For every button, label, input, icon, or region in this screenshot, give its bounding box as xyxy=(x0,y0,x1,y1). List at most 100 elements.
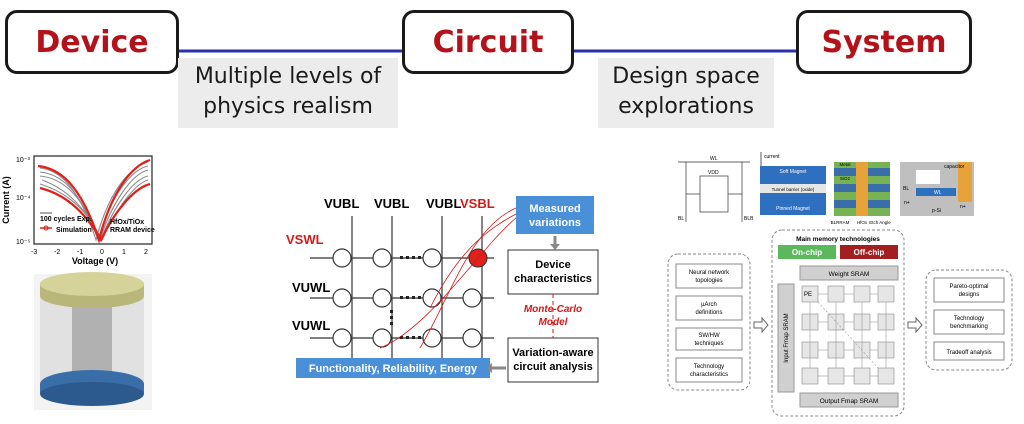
x-tick-2: -2 xyxy=(54,249,60,256)
y-tick-2: 10⁻⁴ xyxy=(16,195,31,202)
mram-tunnel-label: Tunnel barrier (oxide) xyxy=(772,187,815,192)
arrow-head-2 xyxy=(486,363,492,373)
input-3-line2: techniques xyxy=(694,341,723,347)
rram-metal-label: Metal xyxy=(839,162,850,167)
col-label-3: VUBL xyxy=(426,196,461,211)
caption-design-space: Design space explorations xyxy=(598,58,774,128)
legend-sim-label: Simulation xyxy=(56,227,92,234)
row-label-2: VUWL xyxy=(292,280,330,295)
functionality-label: Functionality, Reliability, Energy xyxy=(309,363,478,375)
device-panel: 10⁻³ 10⁻⁴ 10⁻⁵ -3 -2 -1 0 1 2 Voltage (V… xyxy=(1,155,155,410)
device-char-line2: characteristics xyxy=(514,273,592,285)
variation-lines xyxy=(379,207,517,349)
x-tick-3: -1 xyxy=(77,249,83,256)
output-fmap-box xyxy=(799,392,899,408)
monte-carlo-line1: Monte-Carlo xyxy=(524,304,582,315)
output-1-line2: designs xyxy=(959,292,980,298)
on-chip-label: On-chip xyxy=(792,248,822,257)
device-name-2: RRAM device xyxy=(110,227,155,234)
device-name-1: HfOx/TiOx xyxy=(110,219,144,226)
arrow-inputs-accelerator xyxy=(753,316,769,334)
input-3-line1: SW/HW xyxy=(698,333,720,339)
measured-line2: variations xyxy=(529,217,581,229)
legend-sim-marker xyxy=(43,225,49,231)
caption-design-line1: Design space xyxy=(612,64,760,89)
caption-design-line2: explorations xyxy=(618,94,754,119)
x-tick-5: 1 xyxy=(122,249,126,256)
dram-n2-label: n+ xyxy=(960,204,966,210)
circuit-panel: VUBL VUBL VUBL VSBL VSWL VUWL VUWL xyxy=(286,196,599,383)
dram-wl-label: WL xyxy=(934,190,942,196)
pe-label: PE xyxy=(804,292,812,298)
output-3-line1: Tradeoff analysis xyxy=(946,350,991,356)
functionality-bar xyxy=(296,358,490,378)
circuit-level-label: Circuit xyxy=(432,24,544,60)
input-fmap-label: Input Fmap SRAM xyxy=(784,313,790,362)
sram-cell-schematic xyxy=(678,161,750,222)
x-tick-4: 0 xyxy=(100,249,104,256)
dram-capacitor-label: capacitor xyxy=(944,164,965,170)
system-panel: WL VDD BL BLB current Soft Magnet Tunnel… xyxy=(667,152,1013,417)
caption-physics-line2: physics realism xyxy=(203,94,373,119)
mram-soft-label: Soft Magnet xyxy=(780,169,808,175)
y-tick-3: 10⁻⁵ xyxy=(16,239,30,246)
input-2-line1: µArch xyxy=(701,302,717,308)
crossbar-cells xyxy=(332,248,482,348)
input-fmap-box xyxy=(777,283,795,393)
row-label-3: VUWL xyxy=(292,318,330,333)
output-1-line1: Pareto-optimal xyxy=(949,284,988,290)
variation-aware-box xyxy=(507,337,599,383)
dram-bl-label: BL xyxy=(903,186,909,192)
weight-sram-label: Weight SRAM xyxy=(829,271,870,278)
mram-soft-magnet xyxy=(760,166,826,184)
caption-physics-line1: Multiple levels of xyxy=(194,64,382,89)
device-level-label: Device xyxy=(35,24,149,60)
output-fmap-label: Output Fmap SRAM xyxy=(820,398,879,405)
x-axis-label: Voltage (V) xyxy=(72,256,118,266)
top-electrode xyxy=(40,272,144,296)
mram-current: current xyxy=(764,154,780,160)
sram-blb: BLB xyxy=(744,216,754,222)
input-4-line2: characteristics xyxy=(690,372,728,378)
continuation-dots xyxy=(390,256,421,339)
system-level-box: System xyxy=(796,10,972,74)
arrow-accelerator-outputs xyxy=(907,316,923,334)
iv-sim-curves xyxy=(37,158,151,244)
device-char-line1: Device xyxy=(535,259,570,271)
rram-etch-label: Etch Angle xyxy=(869,220,891,225)
circuit-level-box: Circuit xyxy=(402,10,574,74)
sram-bl: BL xyxy=(678,216,684,222)
input-items xyxy=(675,263,743,383)
output-2-line1: Technology xyxy=(954,316,984,322)
rram-bl-label: BLRRAM xyxy=(831,220,850,225)
input-1-line2: topologies xyxy=(695,278,722,284)
sram-wl: WL xyxy=(710,156,718,162)
dram-oxide xyxy=(916,170,940,184)
dram-capacitor xyxy=(958,162,972,202)
mram-tunnel-barrier xyxy=(760,184,826,193)
legend-exp-label: 100 cycles Exp. xyxy=(40,216,92,223)
measured-line1: Measured xyxy=(529,203,580,215)
memory-tech-title: Main memory technologies xyxy=(796,236,880,243)
variation-aware-line1: Variation-aware xyxy=(512,347,593,359)
rram-stack xyxy=(834,162,890,216)
output-2-line2: benchmarking xyxy=(950,324,988,330)
col-label-2: VUBL xyxy=(374,196,409,211)
bottom-electrode-base xyxy=(40,382,144,406)
output-items xyxy=(933,277,1005,361)
weight-sram-box xyxy=(799,265,899,281)
y-axis-label: Current (A) xyxy=(1,176,11,224)
accelerator-group xyxy=(771,229,905,417)
rram-sio2-label: SiO2 xyxy=(840,176,851,181)
dram-wl-bar xyxy=(916,188,956,196)
arrow-head-1 xyxy=(550,244,560,250)
device-level-box: Device xyxy=(5,10,179,74)
caption-physics-realism: Multiple levels of physics realism xyxy=(178,58,398,128)
row-label-1: VSWL xyxy=(286,232,324,247)
input-1-line1: Neural network xyxy=(689,270,730,276)
on-chip-badge xyxy=(778,245,836,259)
system-level-label: System xyxy=(821,24,947,60)
monte-carlo-line2: Model xyxy=(539,317,568,328)
mram-pinned-magnet xyxy=(760,193,826,215)
